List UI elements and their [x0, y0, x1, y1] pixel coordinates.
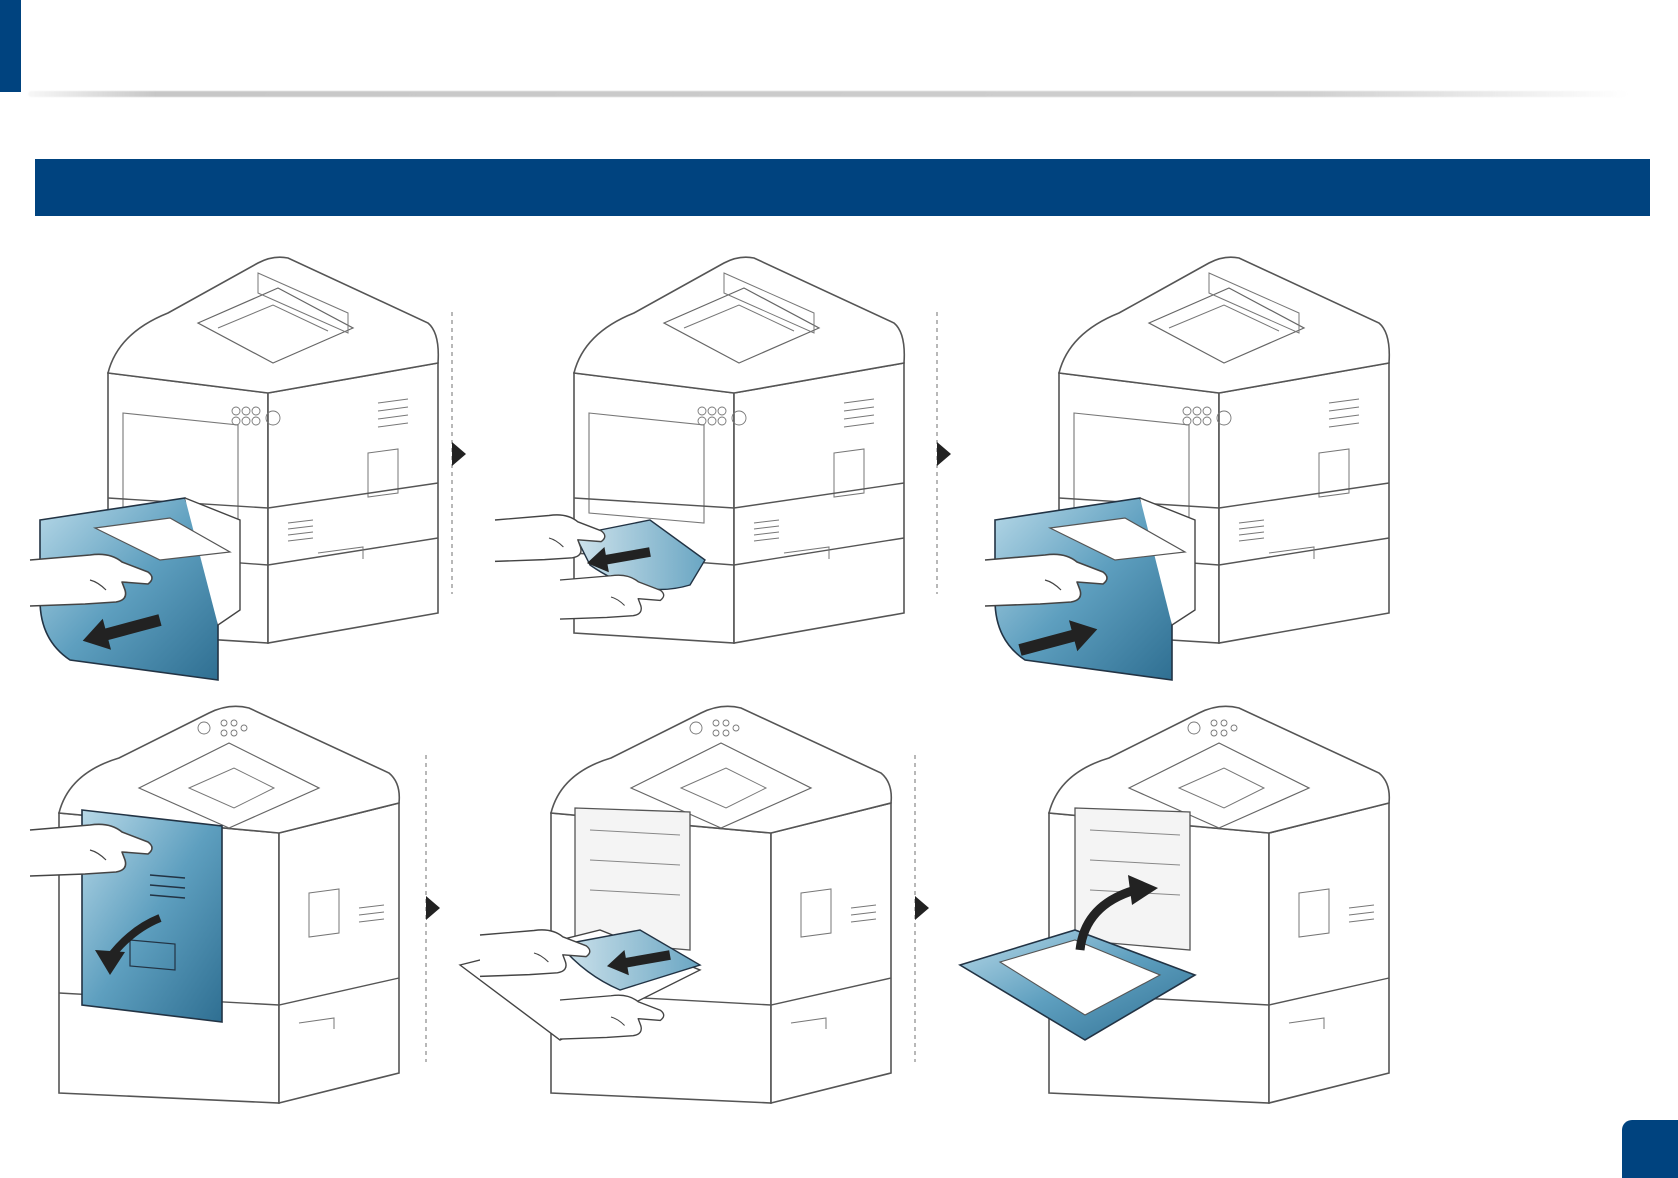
- step-4-open-rear-cover: [30, 706, 399, 1103]
- step-2-remove-jammed-paper: [495, 257, 904, 643]
- step-arrow-icon: [452, 442, 466, 466]
- step-5-remove-jammed-paper-rear: [460, 706, 891, 1103]
- step-3-insert-tray: [985, 257, 1389, 680]
- step-arrow-icon: [426, 896, 440, 920]
- step-arrow-icon: [915, 896, 929, 920]
- step-6-close-rear-cover: [960, 706, 1389, 1103]
- page-number-badge: [1622, 1120, 1678, 1178]
- step-1-pull-out-tray: [30, 257, 438, 680]
- step-arrow-icon: [937, 442, 951, 466]
